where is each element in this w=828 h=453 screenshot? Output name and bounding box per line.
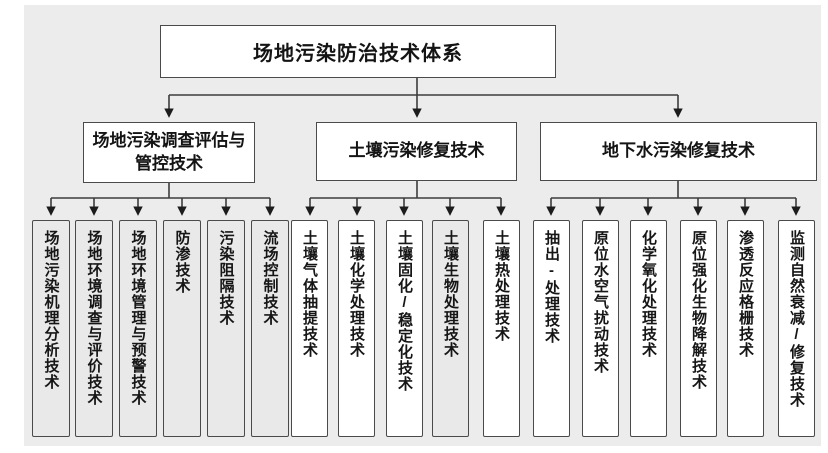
- leaf-soil-thermal-treatment: 土壤热处理技术: [483, 220, 520, 437]
- leaf-label: 污染阻隔技术: [217, 230, 235, 326]
- leaf-label: 原位强化生物降解技术: [690, 230, 707, 390]
- leaf-label: 场地污染机理分析技术: [42, 230, 60, 390]
- leaf-soil-biological-treatment: 土壤生物处理技术: [432, 220, 469, 437]
- leaf-soil-vapor-extraction: 土壤气体抽提技术: [291, 220, 328, 437]
- leaf-chemical-oxidation-treatment: 化学氧化处理技术: [630, 220, 667, 437]
- leaf-in-situ-air-sparging: 原位水空气扰动技术: [582, 220, 619, 437]
- leaf-label: 监测自然衰减/修复技术: [788, 230, 805, 408]
- leaf-pollution-barrier: 污染阻隔技术: [207, 220, 245, 437]
- leaf-monitored-natural-attenuation: 监测自然衰减/修复技术: [778, 220, 815, 437]
- branch-box-soil-remediation: 土壤污染修复技术: [316, 122, 517, 181]
- leaf-in-situ-enhanced-biodegradation: 原位强化生物降解技术: [680, 220, 717, 437]
- leaf-pollution-mechanism-analysis: 场地污染机理分析技术: [32, 220, 70, 437]
- leaf-environment-survey-evaluation: 场地环境调查与评价技术: [75, 220, 113, 437]
- leaf-label: 渗透反应格栅技术: [737, 230, 754, 358]
- leaf-label: 流场控制技术: [261, 230, 279, 326]
- leaf-label: 原位水空气扰动技术: [592, 230, 609, 374]
- leaf-label: 土壤固化/稳定化技术: [396, 230, 413, 392]
- leaf-label: 土壤生物处理技术: [442, 230, 459, 358]
- leaf-pump-and-treat: 抽出-处理技术: [533, 220, 570, 437]
- leaf-label: 场地环境管理与预警技术: [129, 230, 147, 406]
- leaf-seepage-prevention: 防渗技术: [163, 220, 201, 437]
- leaf-label: 场地环境调查与评价技术: [85, 230, 103, 406]
- leaf-flow-field-control: 流场控制技术: [251, 220, 289, 437]
- leaf-soil-solidification-stabilization: 土壤固化/稳定化技术: [386, 220, 423, 437]
- branch-box-survey-management: 场地污染调查评估与管控技术: [83, 122, 255, 183]
- branch-box-groundwater-remediation: 地下水污染修复技术: [540, 122, 817, 181]
- root-box-title: 场地污染防治技术体系: [160, 25, 556, 78]
- leaf-label: 土壤化学处理技术: [348, 230, 365, 358]
- leaf-label: 化学氧化处理技术: [640, 230, 657, 358]
- leaf-label: 土壤热处理技术: [493, 230, 510, 342]
- leaf-permeable-reactive-barrier: 渗透反应格栅技术: [727, 220, 764, 437]
- leaf-label: 防渗技术: [173, 230, 191, 294]
- leaf-label: 抽出-处理技术: [543, 230, 560, 344]
- leaf-soil-chemical-treatment: 土壤化学处理技术: [338, 220, 375, 437]
- leaf-label: 土壤气体抽提技术: [301, 230, 318, 358]
- leaf-environment-management-warning: 场地环境管理与预警技术: [119, 220, 157, 437]
